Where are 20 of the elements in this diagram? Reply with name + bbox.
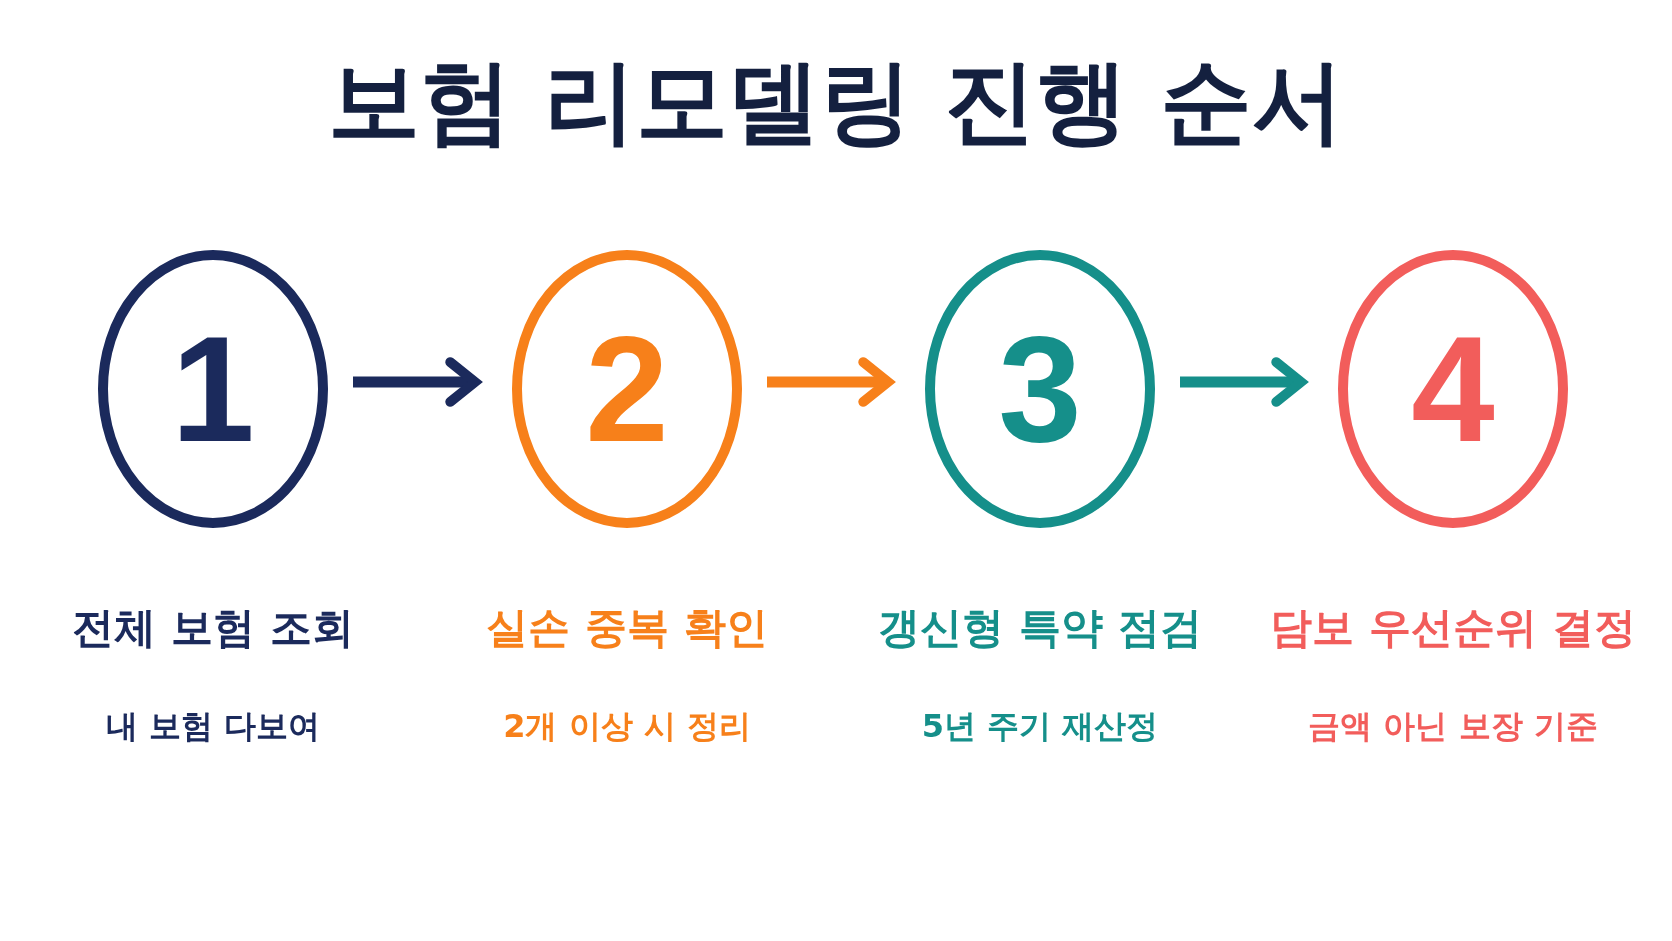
step-description: 2개 이상 시 정리 (502, 706, 752, 747)
step-circle (1337, 249, 1569, 529)
step-heading: 실손 중복 확인 (485, 602, 769, 654)
step-description: 금액 아닌 보장 기준 (1307, 706, 1599, 747)
step-circle (97, 249, 329, 529)
step-number: 2 (585, 314, 669, 464)
step-number: 1 (171, 314, 255, 464)
arrow (1180, 357, 1306, 407)
step-circle (511, 249, 743, 529)
step-circle (924, 249, 1156, 529)
step-number: 4 (1411, 314, 1495, 464)
step-heading: 담보 우선순위 결정 (1269, 602, 1637, 654)
step-description: 내 보험 다보여 (104, 706, 322, 747)
step-heading: 갱신형 특약 점검 (877, 602, 1203, 654)
title: 보험 리모델링 진행 순서 (326, 47, 1346, 157)
step-description: 5년 주기 재산정 (920, 706, 1160, 747)
step-heading: 전체 보험 조회 (71, 602, 355, 654)
arrow (767, 357, 893, 407)
step-number: 3 (998, 314, 1082, 464)
arrow (353, 357, 480, 407)
